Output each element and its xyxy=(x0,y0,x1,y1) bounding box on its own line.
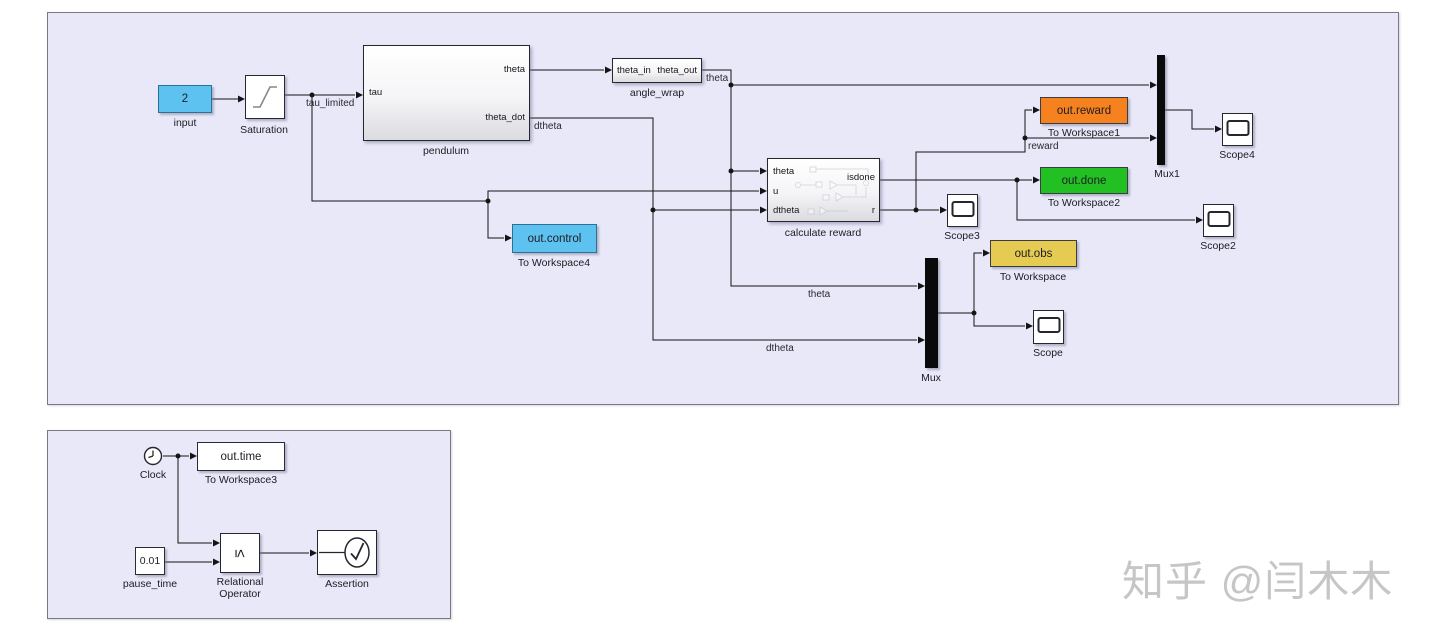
clock-block[interactable] xyxy=(143,446,163,466)
block-label-relational-operator: Relational Operator xyxy=(217,576,264,600)
block-label-scope4: Scope4 xyxy=(1219,149,1255,161)
main-model-canvas[interactable] xyxy=(47,12,1399,405)
mux-block[interactable] xyxy=(925,258,938,368)
port-label-tau: tau xyxy=(369,87,383,98)
assertion-check-icon xyxy=(319,537,370,568)
assertion-block[interactable] xyxy=(317,530,377,575)
port-label-u: u xyxy=(773,186,779,197)
angle-wrap-block[interactable]: theta_in theta_out xyxy=(612,58,702,83)
pause-time-value: 0.01 xyxy=(139,555,161,567)
port-label-theta-dot: theta_dot xyxy=(485,112,525,123)
to-workspace1-block[interactable]: out.reward xyxy=(1040,97,1128,124)
zhihu-watermark: 知乎 @闫木木 xyxy=(1122,558,1394,605)
port-label-dtheta: dtheta xyxy=(773,205,800,216)
saturation-icon xyxy=(253,86,277,108)
signal-label-theta: theta xyxy=(706,73,729,84)
relational-operator-label-line2: Operator xyxy=(219,588,261,600)
block-label-assertion: Assertion xyxy=(325,578,369,590)
scope-block[interactable] xyxy=(1033,310,1064,344)
block-label-mux1: Mux1 xyxy=(1154,168,1180,180)
block-label-to-workspace2: To Workspace2 xyxy=(1047,197,1121,209)
block-label-mux: Mux xyxy=(921,372,941,384)
to-workspace3-block[interactable]: out.time xyxy=(197,442,285,471)
block-label-scope2: Scope2 xyxy=(1200,240,1236,252)
block-label-saturation: Saturation xyxy=(240,124,288,136)
to-workspace1-variable: out.reward xyxy=(1056,104,1112,117)
scope-screen-icon xyxy=(1226,120,1249,136)
signal-label-reward: reward xyxy=(1028,141,1059,152)
block-label-pendulum: pendulum xyxy=(422,145,470,157)
saturation-block[interactable] xyxy=(245,75,285,119)
block-label-angle-wrap: angle_wrap xyxy=(629,87,685,99)
block-label-scope3: Scope3 xyxy=(944,230,980,242)
port-label-theta-out: theta_out xyxy=(657,65,697,76)
calculate-reward-block[interactable]: theta u dtheta isdone r xyxy=(767,158,880,222)
block-label-scope: Scope xyxy=(1033,347,1063,359)
to-workspace4-block[interactable]: out.control xyxy=(512,224,597,253)
to-workspace-block[interactable]: out.obs xyxy=(990,240,1077,267)
pendulum-subsystem-block[interactable]: tau theta theta_dot xyxy=(363,45,530,141)
block-label-clock: Clock xyxy=(139,469,167,481)
scope-screen-icon xyxy=(1207,211,1230,227)
relational-operator-label-line1: Relational xyxy=(216,576,264,588)
port-label-theta-in: theta_in xyxy=(617,65,651,76)
block-label-to-workspace3: To Workspace3 xyxy=(204,474,278,486)
port-label-isdone: isdone xyxy=(847,172,875,183)
scope-screen-icon xyxy=(1037,317,1060,333)
pause-time-constant-block[interactable]: 0.01 xyxy=(135,547,165,575)
scope2-block[interactable] xyxy=(1203,204,1234,237)
block-label-calculate-reward: calculate reward xyxy=(784,227,862,239)
block-label-to-workspace: To Workspace xyxy=(999,271,1067,283)
to-workspace2-block[interactable]: out.done xyxy=(1040,167,1128,194)
clock-icon xyxy=(143,446,163,466)
signal-label-tau-limited: tau_limited xyxy=(306,98,355,109)
port-label-r: r xyxy=(871,205,875,216)
constant-value: 2 xyxy=(181,93,189,105)
to-workspace2-variable: out.done xyxy=(1061,174,1107,187)
to-workspace3-variable: out.time xyxy=(220,450,262,463)
block-label-pause-time: pause_time xyxy=(122,578,178,590)
block-label-input: input xyxy=(173,117,197,129)
scope4-block[interactable] xyxy=(1222,113,1253,146)
block-label-to-workspace1: To Workspace1 xyxy=(1047,127,1121,139)
signal-label-dtheta: dtheta xyxy=(534,121,562,132)
port-label-theta: theta xyxy=(503,64,525,75)
relational-operator-block[interactable]: ≤ xyxy=(220,533,260,573)
scope-screen-icon xyxy=(951,201,974,217)
constant-block-input[interactable]: 2 xyxy=(158,85,212,113)
signal-label-theta-mux: theta xyxy=(808,289,831,300)
less-equal-icon: ≤ xyxy=(231,548,249,558)
scope3-block[interactable] xyxy=(947,194,978,227)
mux1-block[interactable] xyxy=(1157,55,1165,165)
signal-label-dtheta-mux: dtheta xyxy=(766,343,794,354)
port-label-theta: theta xyxy=(773,166,795,177)
to-workspace4-variable: out.control xyxy=(527,232,582,245)
to-workspace-variable: out.obs xyxy=(1014,247,1053,260)
block-label-to-workspace4: To Workspace4 xyxy=(517,257,591,269)
